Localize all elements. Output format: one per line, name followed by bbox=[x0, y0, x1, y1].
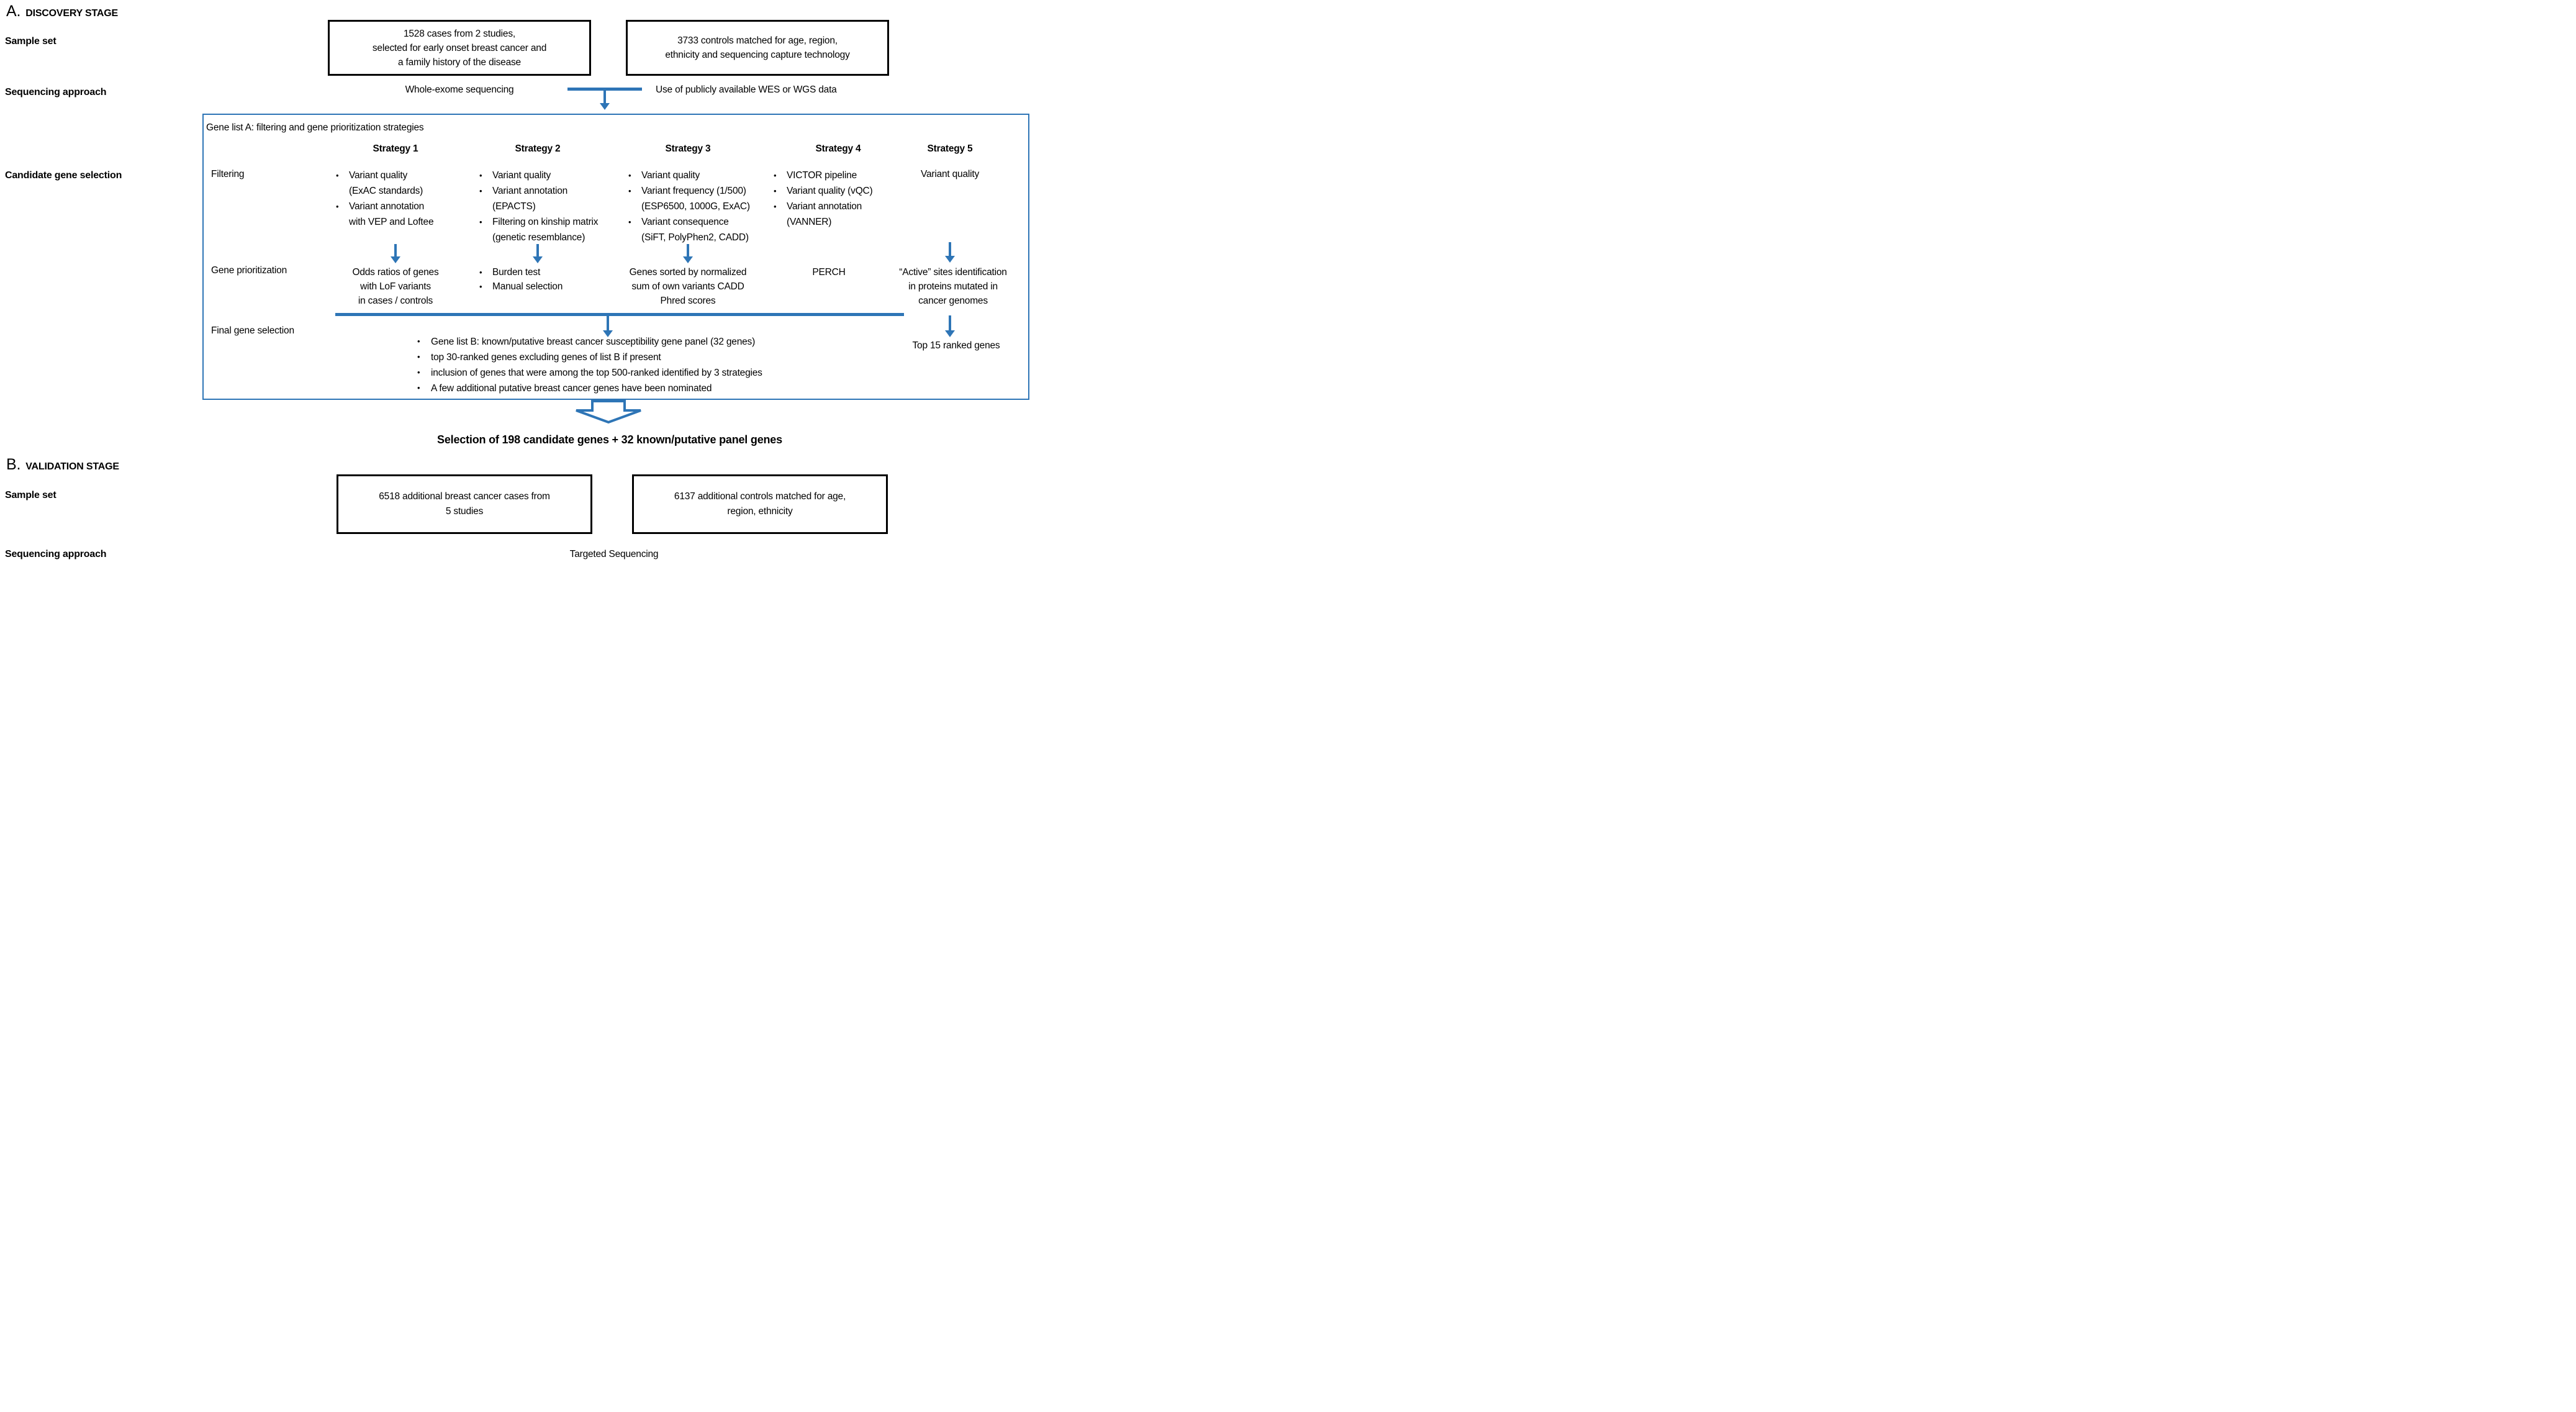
discovery-controls-box-text: 3733 controls matched for age, region, e… bbox=[665, 35, 850, 60]
strategy-2-filtering-list: Variant quality Variant annotation (EPAC… bbox=[479, 168, 622, 245]
list-item: VICTOR pipeline bbox=[774, 168, 904, 183]
list-item: top 30-ranked genes excluding genes of l… bbox=[417, 350, 914, 365]
strategy-1-prioritization: Odds ratios of genes with LoF variants i… bbox=[352, 267, 439, 306]
selection-summary: Selection of 198 candidate genes + 32 kn… bbox=[437, 433, 782, 446]
strategy-3-header: Strategy 3 bbox=[665, 143, 711, 154]
gene-list-a-panel-title: Gene list A: filtering and gene prioriti… bbox=[206, 122, 424, 133]
strategy-2-header: Strategy 2 bbox=[515, 143, 561, 154]
list-item: A few additional putative breast cancer … bbox=[417, 381, 914, 396]
discovery-sample-set-label: Sample set bbox=[5, 36, 56, 47]
public-data-text: Use of publicly available WES or WGS dat… bbox=[656, 84, 837, 95]
strategy-4-header: Strategy 4 bbox=[815, 143, 861, 154]
validation-cases-box-text: 6518 additional breast cancer cases from… bbox=[379, 491, 550, 517]
list-item: inclusion of genes that were among the t… bbox=[417, 365, 914, 381]
strategy-5-header: Strategy 5 bbox=[927, 143, 973, 154]
strategy-5-result-down-arrow-icon bbox=[949, 315, 951, 331]
discovery-section-title: DISCOVERY STAGE bbox=[25, 8, 118, 19]
filtering-row-label: Filtering bbox=[211, 169, 245, 179]
strategy-1-down-arrow-icon bbox=[394, 244, 397, 257]
targeted-sequencing-text: Targeted Sequencing bbox=[569, 549, 659, 559]
validation-section-heading: B. VALIDATION STAGE bbox=[6, 456, 119, 474]
connector-down-arrow-icon bbox=[603, 88, 606, 104]
list-item: Variant quality bbox=[628, 168, 772, 183]
list-item: Variant annotation (EPACTS) bbox=[479, 183, 622, 214]
discovery-cases-box-text: 1528 cases from 2 studies, selected for … bbox=[372, 28, 547, 68]
validation-cases-box: 6518 additional breast cancer cases from… bbox=[337, 474, 592, 534]
list-item: Manual selection bbox=[479, 279, 616, 294]
list-item: Gene list B: known/putative breast cance… bbox=[417, 334, 914, 350]
strategy-2-down-arrow-icon bbox=[536, 244, 539, 257]
final-selection-row-label: Final gene selection bbox=[211, 325, 294, 336]
merge-down-arrow-icon bbox=[607, 315, 609, 331]
strategy-3-down-arrow-icon bbox=[687, 244, 689, 257]
strategy-5-prioritization: “Active” sites identification in protein… bbox=[899, 267, 1007, 306]
merge-line bbox=[335, 313, 904, 316]
list-item: Variant quality (vQC) bbox=[774, 183, 904, 199]
validation-controls-box: 6137 additional controls matched for age… bbox=[632, 474, 888, 534]
discovery-sequencing-approach-label: Sequencing approach bbox=[5, 87, 107, 97]
strategy-5-down-arrow-icon bbox=[949, 242, 951, 256]
discovery-cases-box: 1528 cases from 2 studies, selected for … bbox=[328, 20, 591, 76]
list-item: Variant annotation (VANNER) bbox=[774, 199, 904, 230]
validation-sample-set-label: Sample set bbox=[5, 490, 56, 500]
study-design-flowchart: A. DISCOVERY STAGE Sample set Sequencing … bbox=[0, 0, 1031, 565]
list-item: Variant frequency (1/500) (ESP6500, 1000… bbox=[628, 183, 772, 214]
discovery-controls-box: 3733 controls matched for age, region, e… bbox=[626, 20, 889, 76]
strategy-3-prioritization: Genes sorted by normalized sum of own va… bbox=[629, 267, 747, 306]
strategy-3-filtering-list: Variant quality Variant frequency (1/500… bbox=[628, 168, 772, 245]
big-down-arrow-icon bbox=[576, 400, 641, 423]
strategy-2-prioritization-list: Burden test Manual selection bbox=[479, 265, 616, 294]
list-item: Filtering on kinship matrix (genetic res… bbox=[479, 214, 622, 245]
strategy-5-filtering-text: Variant quality bbox=[920, 169, 980, 179]
list-item: Variant quality (ExAC standards) bbox=[336, 168, 463, 199]
final-selection-list: Gene list B: known/putative breast cance… bbox=[417, 334, 914, 396]
strategy-1-header: Strategy 1 bbox=[373, 143, 418, 154]
validation-section-title: VALIDATION STAGE bbox=[25, 461, 119, 472]
discovery-section-letter: A. bbox=[6, 2, 21, 20]
list-item: Variant quality bbox=[479, 168, 622, 183]
prioritization-row-label: Gene prioritization bbox=[211, 265, 287, 276]
list-item: Burden test bbox=[479, 265, 616, 279]
list-item: Variant annotation with VEP and Loftee bbox=[336, 199, 463, 230]
strategy-1-filtering-list: Variant quality (ExAC standards) Variant… bbox=[336, 168, 463, 230]
validation-sequencing-approach-label: Sequencing approach bbox=[5, 549, 107, 559]
strategy-4-filtering-list: VICTOR pipeline Variant quality (vQC) Va… bbox=[774, 168, 904, 230]
strategy-4-prioritization: PERCH bbox=[812, 267, 846, 278]
discovery-section-heading: A. DISCOVERY STAGE bbox=[6, 2, 118, 20]
validation-section-letter: B. bbox=[6, 456, 21, 473]
gene-list-a-panel bbox=[202, 114, 1029, 400]
wes-text: Whole-exome sequencing bbox=[405, 84, 514, 95]
candidate-gene-selection-label: Candidate gene selection bbox=[5, 170, 122, 181]
list-item: Variant consequence (SiFT, PolyPhen2, CA… bbox=[628, 214, 772, 245]
validation-controls-box-text: 6137 additional controls matched for age… bbox=[674, 491, 846, 517]
strategy-5-result: Top 15 ranked genes bbox=[912, 340, 1000, 351]
